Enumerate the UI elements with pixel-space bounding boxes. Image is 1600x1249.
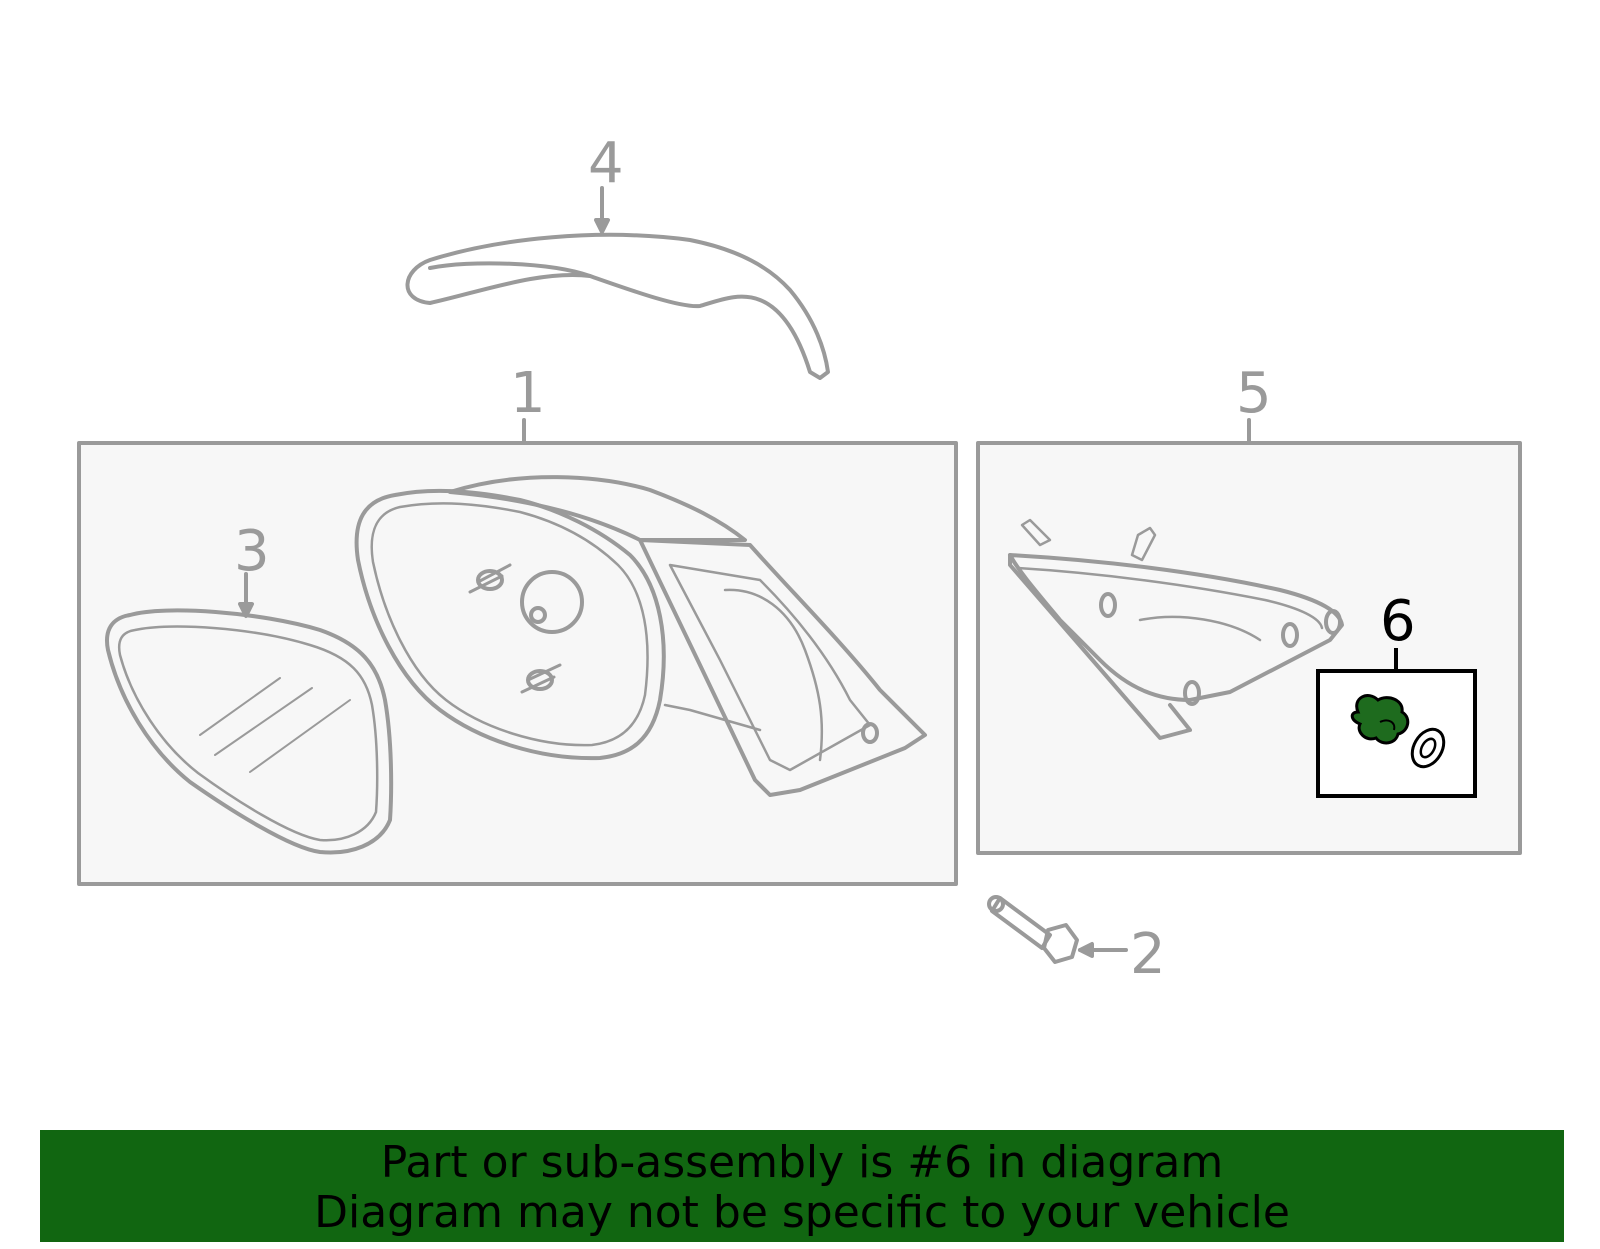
part-5-turn-signal-lamp[interactable] <box>1008 518 1344 740</box>
callout-4: 4 <box>588 131 624 196</box>
callout-2: 2 <box>1130 922 1166 987</box>
part-3-mirror-glass[interactable] <box>105 608 394 855</box>
callout-6: 6 <box>1380 589 1416 654</box>
part-2-bolt[interactable] <box>987 895 1128 964</box>
part-1-mirror-housing[interactable] <box>354 475 927 797</box>
part-6-highlight-group[interactable] <box>1316 648 1477 798</box>
part-6-washer[interactable] <box>1406 724 1450 773</box>
callout-3: 3 <box>234 519 270 584</box>
part-4-mirror-cover[interactable] <box>405 232 830 380</box>
info-banner: Part or sub-assembly is #6 in diagram Di… <box>40 1130 1564 1242</box>
part-6-clip[interactable] <box>1350 694 1410 745</box>
panel-part-1 <box>77 441 958 886</box>
banner-line-1: Part or sub-assembly is #6 in diagram <box>380 1137 1224 1188</box>
callout-5: 5 <box>1236 361 1272 426</box>
callout-1: 1 <box>510 361 546 426</box>
banner-line-2: Diagram may not be specific to your vehi… <box>314 1187 1290 1238</box>
